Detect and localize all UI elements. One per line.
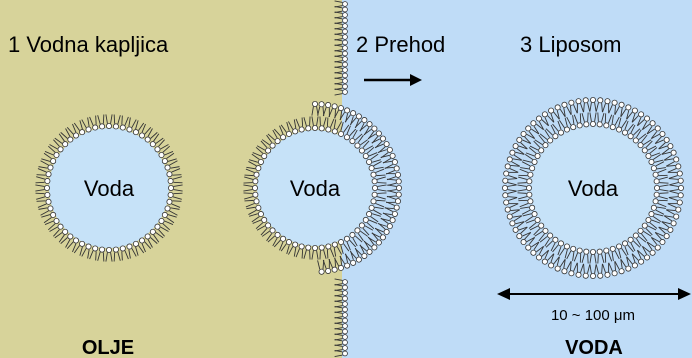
liposome-core-label: Voda [568,176,619,201]
stage-1-label: 1 Vodna kapljica [8,32,169,57]
droplet-2-core-label: Voda [290,176,341,201]
water-phase-label: VODA [565,337,623,358]
scale-label: 10 ~ 100 μm [551,307,635,324]
oil-phase-label: OLJE [82,337,134,358]
stage-3-label: 3 Liposom [520,32,622,57]
droplet-1-core-label: Voda [84,176,135,201]
stage-2-label: 2 Prehod [356,32,445,57]
